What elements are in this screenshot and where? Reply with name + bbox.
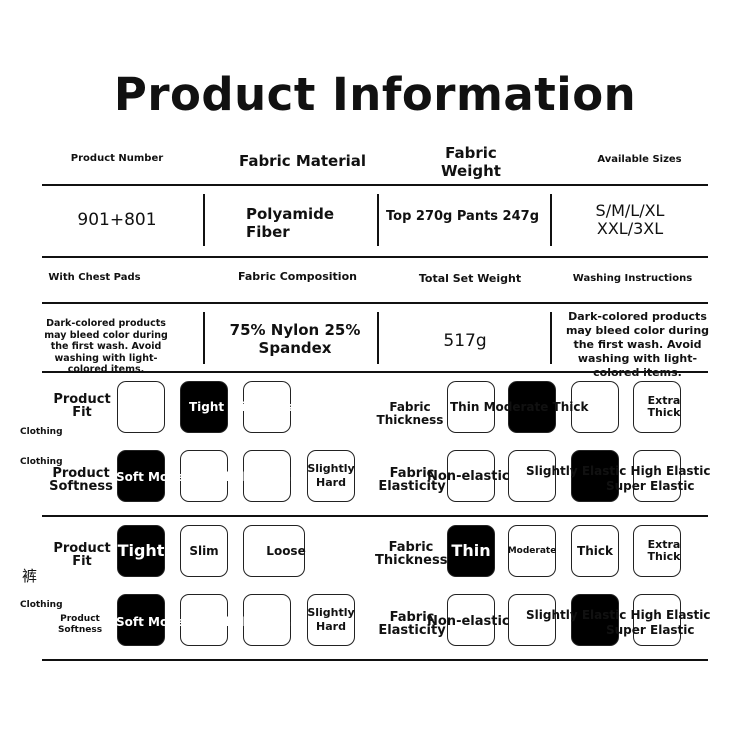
page-title: Product Information (113, 68, 637, 121)
header-fabric-composition: Fabric Composition (238, 270, 357, 283)
fit-option-box-selected[interactable] (180, 381, 228, 433)
divider (42, 515, 708, 517)
softness-option-box[interactable] (243, 450, 291, 502)
header-washing-instructions: Washing Instructions (572, 273, 693, 284)
divider (203, 312, 205, 364)
elasticity-option-box[interactable] (508, 594, 556, 646)
product-fit-label: Product Fit (53, 541, 111, 569)
elasticity-option-box-selected[interactable] (571, 594, 619, 646)
divider (42, 371, 708, 373)
elasticity-none-text: Non-elastic (427, 614, 510, 629)
fabric-elasticity-label: Fabric Elasticity (378, 610, 446, 638)
fit-options-text: Tight Slim Loose (189, 400, 302, 414)
fabric-elasticity-label: Fabric Elasticity (378, 466, 446, 494)
softness-option-box[interactable] (243, 594, 291, 646)
thickness-extra-box[interactable]: Extra Thick (633, 525, 681, 577)
elasticity-options-text: Slightly Elastic High Elastic (526, 464, 711, 478)
header-fabric-material: Fabric Material (238, 152, 367, 170)
fabric-weight-value: Top 270g Pants 247g (386, 209, 539, 224)
softness-hard-box[interactable]: Slightly Hard (307, 594, 355, 646)
softness-option-box[interactable] (180, 450, 228, 502)
header-fabric-weight: Fabric Weight (441, 144, 501, 180)
thickness-thick-box[interactable]: Thick (571, 525, 619, 577)
divider (377, 194, 379, 246)
elasticity-super-text: Super Elastic (606, 479, 695, 493)
header-total-weight: Total Set Weight (418, 272, 522, 285)
fit-slim-box[interactable]: Slim (180, 525, 228, 577)
thickness-extra-box[interactable]: Extra Thick (633, 381, 681, 433)
elasticity-super-text: Super Elastic (606, 623, 695, 637)
product-fit-label: Product Fit (53, 392, 111, 420)
thickness-option-box[interactable] (571, 381, 619, 433)
chest-pads-note: Dark-colored products may bleed color du… (44, 318, 168, 375)
elasticity-option-box[interactable] (447, 594, 495, 646)
fit-option-box[interactable] (243, 381, 291, 433)
thickness-option-box[interactable] (447, 381, 495, 433)
side-label-clothing: Clothing (20, 600, 63, 610)
divider (42, 302, 708, 304)
elasticity-option-box[interactable] (447, 450, 495, 502)
thickness-option-box-selected[interactable] (508, 381, 556, 433)
fabric-thickness-label: Fabric Thickness (376, 400, 444, 427)
fabric-composition-value: 75% Nylon 25% Spandex (229, 321, 361, 357)
softness-options-text: Soft Moderate Slightly Hard (116, 470, 306, 484)
fabric-thickness-label: Fabric Thickness (375, 540, 448, 568)
header-available-sizes: Available Sizes (597, 154, 682, 165)
softness-option-box[interactable] (180, 594, 228, 646)
fit-tight-box-selected[interactable]: Tight (117, 525, 165, 577)
divider (550, 312, 552, 364)
fit-option-box[interactable] (117, 381, 165, 433)
side-label-pants-char: 裤 (22, 567, 38, 585)
thickness-thin-box-selected[interactable]: Thin (447, 525, 495, 577)
header-chest-pads: With Chest Pads (48, 272, 141, 283)
sizes-value-line1: S/M/L/XL (595, 201, 665, 220)
divider (203, 194, 205, 246)
softness-hard-box[interactable]: Slightly Hard (307, 450, 355, 502)
washing-note: Dark-colored products may bleed color du… (565, 310, 710, 379)
fit-loose-box[interactable]: Loose (243, 525, 306, 577)
total-weight-value: 517g (443, 331, 487, 351)
divider (550, 194, 552, 246)
thickness-options-text: Thin Moderate Thick (450, 400, 589, 414)
divider (42, 184, 708, 186)
side-label-clothing: Clothing (20, 457, 63, 467)
product-softness-label: Product Softness (57, 614, 103, 635)
thickness-moderate-box[interactable]: Moderate (508, 525, 556, 577)
product-number-value: 901+801 (77, 210, 157, 230)
elasticity-options-text: Slightly Elastic High Elastic (526, 608, 711, 622)
divider (377, 312, 379, 364)
elasticity-option-box[interactable] (633, 450, 681, 502)
elasticity-option-box-selected[interactable] (571, 450, 619, 502)
fabric-material-value: Polyamide Fiber (246, 205, 335, 241)
elasticity-option-box[interactable] (633, 594, 681, 646)
softness-options-text: Soft Moderate Slightly Hard (116, 615, 306, 629)
softness-option-box-selected[interactable] (117, 450, 165, 502)
divider (42, 256, 708, 258)
elasticity-option-box[interactable] (508, 450, 556, 502)
elasticity-none-text: Non-elastic (427, 469, 510, 484)
divider (42, 659, 708, 661)
side-label-clothing: Clothing (20, 427, 63, 437)
softness-option-box-selected[interactable] (117, 594, 165, 646)
sizes-value-line2: XXL/3XL (596, 219, 664, 238)
header-product-number: Product Number (70, 153, 164, 164)
product-softness-label: Product Softness (49, 466, 113, 494)
